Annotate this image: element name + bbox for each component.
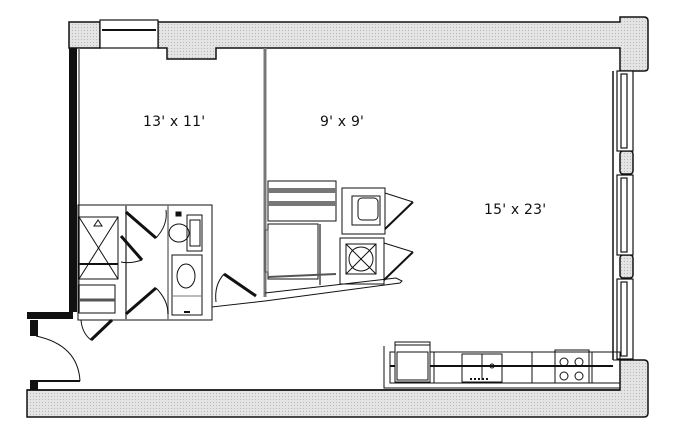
kitchen-sink	[461, 353, 503, 383]
right-windows	[616, 70, 634, 360]
range	[554, 349, 590, 384]
washer	[341, 187, 414, 235]
exterior-walls	[26, 16, 649, 418]
entry-door[interactable]	[35, 335, 81, 382]
bathroom	[77, 204, 213, 321]
counter-divisions	[433, 352, 593, 383]
room-label-den: 9' x 9'	[320, 114, 365, 130]
dryer	[339, 237, 414, 285]
den-lower-wall	[211, 277, 403, 308]
shower	[78, 216, 119, 280]
bathroom-doors[interactable]	[80, 209, 257, 342]
left-wall	[27, 48, 80, 390]
closet-shelving	[78, 284, 116, 314]
room-label-bedroom: 13' x 11'	[143, 114, 206, 130]
top-window	[99, 19, 159, 49]
den-closet	[264, 180, 337, 285]
toilet	[168, 211, 203, 252]
refrigerator	[394, 341, 431, 383]
bathtub	[171, 254, 203, 316]
room-label-living-kitchen: 15' x 23'	[484, 202, 547, 218]
